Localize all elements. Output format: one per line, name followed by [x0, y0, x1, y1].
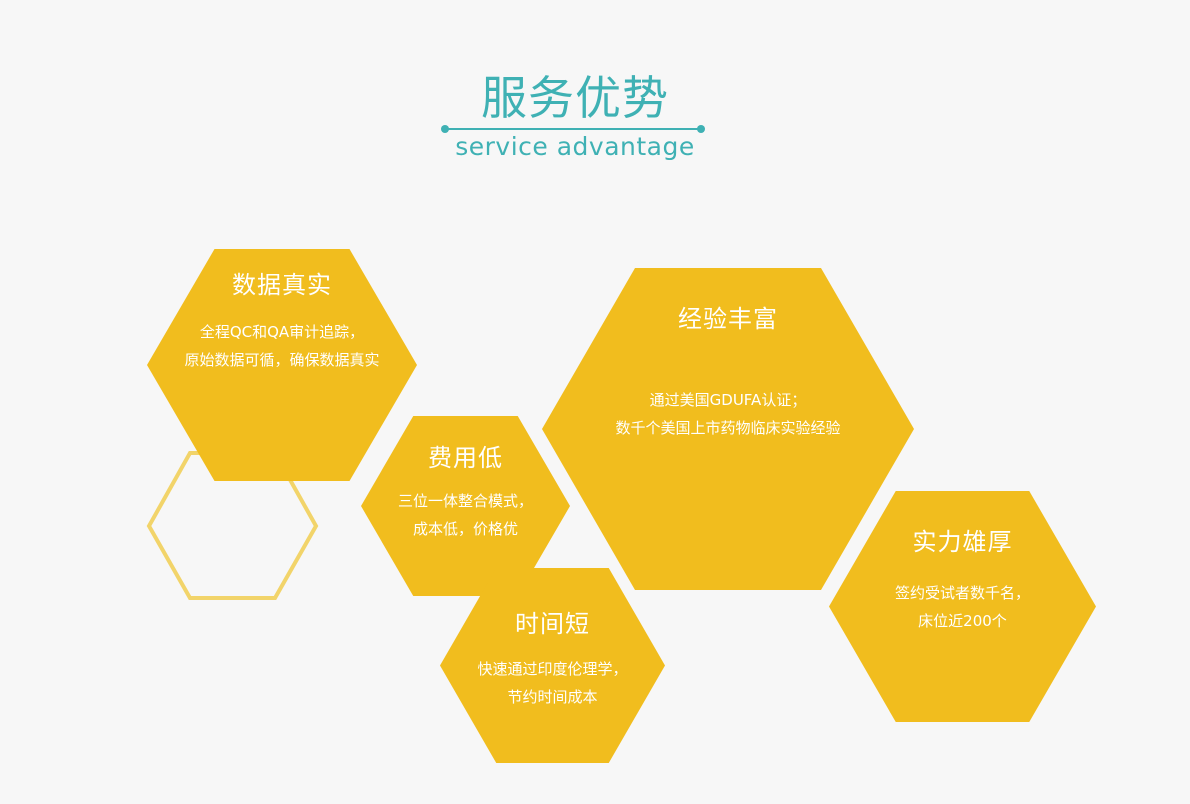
advantage-hexagon-short-time	[440, 568, 665, 763]
advantage-desc-line: 成本低，价格优	[412, 520, 518, 538]
advantage-desc-line: 通过美国GDUFA认证；	[649, 391, 807, 409]
advantage-desc-line: 签约受试者数千名，	[894, 584, 1030, 602]
advantage-card-low-cost: 费用低 三位一体整合模式， 成本低，价格优	[361, 443, 570, 543]
advantage-card-data-authentic: 数据真实 全程QC和QA审计追踪， 原始数据可循，确保数据真实	[147, 270, 417, 374]
advantage-desc-line: 全程QC和QA审计追踪，	[199, 323, 365, 341]
advantage-desc-line: 数千个美国上市药物临床实验经验	[615, 419, 841, 437]
advantage-title: 时间短	[515, 610, 590, 638]
advantage-desc-line: 快速通过印度伦理学，	[477, 660, 628, 678]
advantage-title: 实力雄厚	[912, 528, 1013, 556]
divider-dot-left-icon	[441, 125, 449, 133]
advantage-desc-line: 三位一体整合模式，	[397, 492, 533, 510]
advantage-card-experienced: 经验丰富 通过美国GDUFA认证； 数千个美国上市药物临床实验经验	[542, 304, 914, 442]
advantage-desc-line: 床位近200个	[918, 612, 1007, 630]
advantage-hexagon-strong-capacity	[829, 491, 1096, 722]
section-title: 服务优势	[481, 71, 669, 125]
section-header: 服务优势 service advantage	[440, 60, 710, 170]
section-subtitle: service advantage	[455, 132, 695, 161]
advantage-title: 数据真实	[232, 271, 332, 299]
advantage-title: 经验丰富	[678, 305, 778, 333]
advantage-card-strong-capacity: 实力雄厚 签约受试者数千名， 床位近200个	[829, 527, 1096, 635]
advantage-desc-line: 节约时间成本	[507, 688, 598, 706]
title-divider-line	[445, 128, 701, 130]
divider-dot-right-icon	[697, 125, 705, 133]
advantage-title: 费用低	[428, 444, 503, 472]
advantage-desc-line: 原始数据可循，确保数据真实	[184, 351, 380, 369]
advantage-card-short-time: 时间短 快速通过印度伦理学， 节约时间成本	[440, 609, 665, 711]
